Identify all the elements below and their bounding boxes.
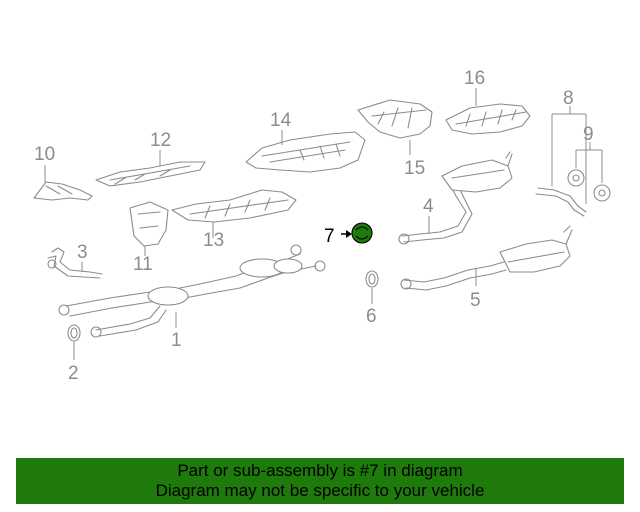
callout-4: 4 [423, 196, 434, 217]
callout-5: 5 [470, 290, 481, 311]
callout-14: 14 [270, 110, 292, 131]
banner-line-1: Part or sub-assembly is #7 in diagram [177, 461, 463, 480]
part-12-heat-insulator [95, 150, 206, 187]
callout-9: 9 [583, 124, 594, 145]
part-2-gasket [67, 324, 81, 360]
part-7-exhaust-pipe-support [341, 222, 373, 244]
callout-1: 1 [171, 330, 182, 351]
callout-13: 13 [203, 230, 224, 251]
callout-16: 16 [464, 68, 485, 89]
callout-2: 2 [68, 363, 79, 384]
callout-10: 10 [34, 144, 55, 165]
banner-line-2: Diagram may not be specific to your vehi… [155, 481, 485, 500]
part-4-center-exhaust-pipe [398, 151, 513, 245]
part-6-gasket [365, 270, 379, 304]
part-11-heat-insulator [129, 201, 169, 256]
callout-6: 6 [366, 306, 377, 327]
part-1-exhaust-pipe [58, 244, 326, 338]
callout-12: 12 [150, 130, 171, 151]
part-9-exhaust-hanger [567, 142, 611, 202]
part-14-heat-insulator [245, 130, 366, 173]
part-15-heat-insulator [357, 99, 433, 155]
callout-11: 11 [133, 254, 153, 275]
callout-15: 15 [404, 158, 425, 179]
callout-8: 8 [563, 88, 574, 109]
part-5-tail-exhaust-pipe [400, 225, 573, 291]
part-3-front-pipe [47, 247, 103, 279]
part-16-heat-insulator [445, 88, 531, 135]
callout-7: 7 [324, 226, 335, 247]
info-banner: Part or sub-assembly is #7 in diagram Di… [16, 458, 624, 504]
part-10-heat-insulator [33, 165, 93, 201]
part-8-hanger-bracket [535, 106, 587, 217]
part-13-heat-insulator [171, 189, 297, 238]
callout-3: 3 [77, 242, 88, 263]
exhaust-diagram: 10 12 14 15 16 13 11 [33, 68, 611, 384]
